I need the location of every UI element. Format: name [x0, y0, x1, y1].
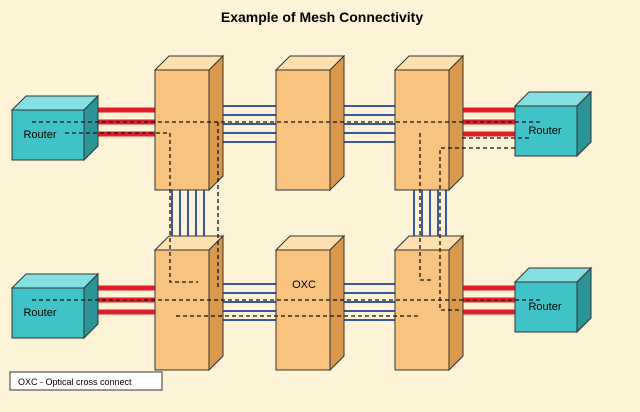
- switch-top-left-side: [208, 54, 224, 192]
- router-top-left-face: [11, 109, 85, 161]
- switch-top-center: [274, 54, 346, 192]
- router-bottom-right-face: [514, 281, 578, 333]
- switch-top-center-side: [329, 54, 345, 192]
- router-bottom-right: [513, 266, 593, 334]
- switch-bottom-center-side: [329, 234, 345, 372]
- switch-top-right-face: [394, 69, 450, 191]
- switch-top-right: [393, 54, 465, 192]
- red-link-bottom-left: [98, 285, 160, 315]
- legend-text: OXC - Optical cross connect: [18, 377, 132, 387]
- blue-link-top-center-right: [340, 105, 400, 143]
- switch-bottom-left: [153, 234, 225, 372]
- switch-bottom-right: [393, 234, 465, 372]
- blue-link-bottom-center-right: [340, 283, 400, 321]
- switch-bottom-center-face: [275, 249, 331, 371]
- router-bottom-left-top: [10, 273, 100, 289]
- router-top-left-top: [10, 95, 100, 111]
- switch-top-left-face: [154, 69, 210, 191]
- diagram-title: Example of Mesh Connectivity: [221, 9, 423, 25]
- switch-top-left: [153, 54, 225, 192]
- router-top-right-label: Router: [528, 125, 561, 137]
- router-top-right-face: [514, 105, 578, 157]
- blue-link-bottom-left-center: [220, 283, 285, 321]
- dashed-paths-layer: [32, 121, 542, 317]
- switch-bottom-right-face: [394, 249, 450, 371]
- switch-top-center-face: [275, 69, 331, 191]
- red-link-top-left: [98, 107, 160, 137]
- router-bottom-left-face: [11, 287, 85, 339]
- boxes-layer: [10, 54, 593, 372]
- lightpath-right-down: [419, 133, 432, 281]
- switch-top-right-side: [448, 54, 464, 192]
- legend-box: OXC - Optical cross connect: [9, 371, 163, 391]
- router-top-left: [10, 94, 100, 162]
- router-top-right: [513, 90, 593, 158]
- switch-bottom-right-side: [448, 234, 464, 372]
- router-bottom-left-label: Router: [23, 307, 56, 319]
- lightpath-right-cross: [439, 147, 515, 311]
- labels-layer: Router Router Router Router OXC: [23, 125, 561, 319]
- router-top-left-label: Router: [23, 129, 56, 141]
- lightpath-left-down: [65, 132, 198, 283]
- blue-link-top-left-center: [220, 105, 285, 143]
- switch-bottom-left-side: [208, 234, 224, 372]
- switch-bottom-left-face: [154, 249, 210, 371]
- oxc-switch-label: OXC: [292, 279, 316, 291]
- switch-bottom-center: [274, 234, 346, 372]
- router-bottom-right-label: Router: [528, 301, 561, 313]
- router-bottom-left: [10, 272, 100, 340]
